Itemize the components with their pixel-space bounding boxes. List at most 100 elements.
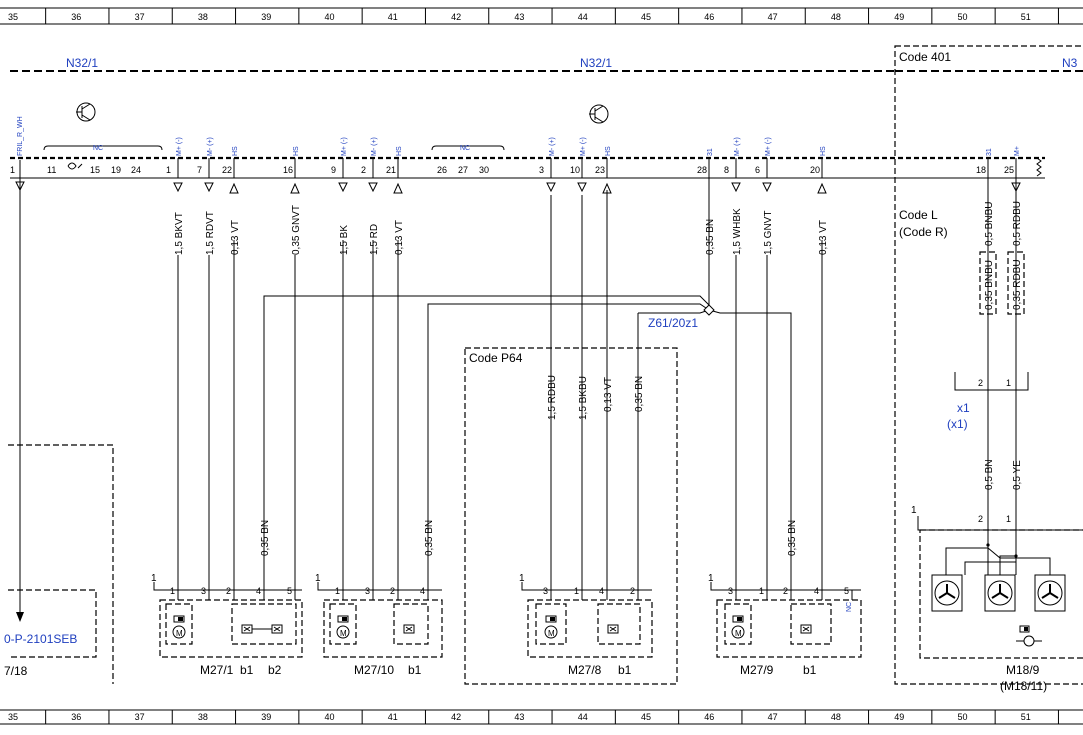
- wire-label: 0,5 RDBU: [1012, 201, 1023, 246]
- wire-label: 1,5 GNVT: [763, 211, 774, 255]
- column-number: 49: [894, 712, 904, 722]
- column-number: 36: [71, 12, 81, 22]
- wire-label: 0,13 VT: [230, 220, 241, 255]
- signal-label: M+: [1014, 146, 1021, 156]
- code-r-label: (Code R): [899, 225, 948, 239]
- fan-blade-icon: [934, 580, 1063, 606]
- transistor-icon: [589, 104, 609, 124]
- splice-icon: [703, 304, 715, 316]
- column-number: 39: [261, 712, 271, 722]
- component-pin: 5: [287, 586, 292, 596]
- arrow-down-icon: [731, 182, 741, 193]
- component-ref: 1: [315, 573, 321, 584]
- svg-text:26: 26: [437, 165, 447, 175]
- fan-module-alt: (M18/11): [1000, 679, 1047, 693]
- column-number: 35: [8, 12, 18, 22]
- signal-label: M- (+): [549, 137, 556, 156]
- svg-text:0,35 BN: 0,35 BN: [634, 376, 645, 412]
- component-tag: b2: [268, 663, 282, 677]
- column-number: 37: [135, 712, 145, 722]
- component-pin: 3: [365, 586, 370, 596]
- code-401-box: [894, 45, 1083, 685]
- svg-text:0,35 BNBU: 0,35 BNBU: [984, 260, 995, 310]
- svg-text:1,5 BKBU: 1,5 BKBU: [578, 376, 589, 420]
- right-wire-group: 0,35 BNBU 0,35 RDBU 0,5 BN 0,5 YE 2 1: [954, 251, 1029, 490]
- signal-label: HS: [605, 146, 612, 156]
- wire-label: 1,5 BKVT: [174, 212, 185, 255]
- pin-number: 2: [361, 165, 366, 175]
- arrow-down-icon: [173, 182, 183, 193]
- signal-label: M+ (-): [765, 137, 772, 156]
- component-tag: b1: [803, 663, 817, 677]
- pin-number: 20: [810, 165, 820, 175]
- column-number: 51: [1021, 712, 1031, 722]
- column-number: 47: [768, 712, 778, 722]
- component-pin: 1: [170, 586, 175, 596]
- column-number: 36: [71, 712, 81, 722]
- svg-text:2: 2: [978, 514, 983, 524]
- wire-label: 0,5 BNBU: [984, 202, 995, 246]
- signal-label: HS: [293, 146, 300, 156]
- column-number: 51: [1021, 12, 1031, 22]
- motor-letter: M: [548, 629, 555, 638]
- signal-label: M- (+): [734, 137, 741, 156]
- column-number: 49: [894, 12, 904, 22]
- column-number: 42: [451, 712, 461, 722]
- code-p64-label: Code P64: [469, 351, 523, 365]
- sensor-icon: [607, 624, 619, 634]
- column-number: 35: [8, 712, 18, 722]
- wire-label: 1,5 RD: [369, 224, 380, 255]
- column-number: 48: [831, 712, 841, 722]
- component-pin: 3: [201, 586, 206, 596]
- component-ref: 1: [708, 573, 714, 584]
- svg-text:NC: NC: [460, 145, 470, 152]
- signal-label: M- (+): [207, 137, 214, 156]
- arrow-up-icon: [817, 182, 827, 194]
- signal-label: HS: [396, 146, 403, 156]
- signal-label: M+ (-): [341, 137, 348, 156]
- wire-label: 1,5 RDVT: [205, 211, 216, 255]
- svg-text:30: 30: [479, 165, 489, 175]
- component-pin: 1: [335, 586, 340, 596]
- pin-number: 10: [570, 165, 580, 175]
- arrow-down-icon: [16, 612, 24, 622]
- wire-label: 1,5 WHBK: [732, 208, 743, 255]
- nc-group-left: NC 11 15 19 24: [43, 145, 163, 175]
- pin-number: 8: [724, 165, 729, 175]
- arrow-up-icon: [393, 182, 403, 194]
- svg-text:0,35 BN: 0,35 BN: [787, 520, 798, 556]
- column-number: 50: [958, 712, 968, 722]
- code-l-label: Code L: [899, 208, 938, 222]
- fan-module: 1 2 1 M18/9 (M18/11): [911, 505, 1083, 693]
- column-number: 50: [958, 12, 968, 22]
- code-p64-box: [464, 347, 678, 685]
- sensor-icon: [403, 624, 415, 634]
- pin-number: 22: [222, 165, 232, 175]
- pin-number: 18: [976, 165, 986, 175]
- ground-wire-labels: 0,35 BN 0,35 BN 0,35 BN: [260, 520, 798, 556]
- wire-runs: [177, 178, 1017, 590]
- svg-text:0,5 BN: 0,5 BN: [984, 459, 995, 490]
- arrow-up-icon: [290, 182, 300, 194]
- column-number: 48: [831, 12, 841, 22]
- svg-text:0,13 VT: 0,13 VT: [603, 377, 614, 412]
- component-pin: 2: [783, 586, 788, 596]
- column-number: 46: [704, 12, 714, 22]
- svg-text:24: 24: [131, 165, 141, 175]
- component-pin: 2: [390, 586, 395, 596]
- pin-number: 21: [386, 165, 396, 175]
- fril-signal: FRIL_R_WH: [17, 116, 24, 156]
- svg-text:1: 1: [911, 505, 917, 516]
- arrow-down-icon: [338, 182, 348, 193]
- svg-text:19: 19: [111, 165, 121, 175]
- arrow-down-icon: [15, 181, 25, 192]
- component-pin: 1: [759, 586, 764, 596]
- column-number: 45: [641, 712, 651, 722]
- svg-text:0,5 YE: 0,5 YE: [1012, 460, 1023, 490]
